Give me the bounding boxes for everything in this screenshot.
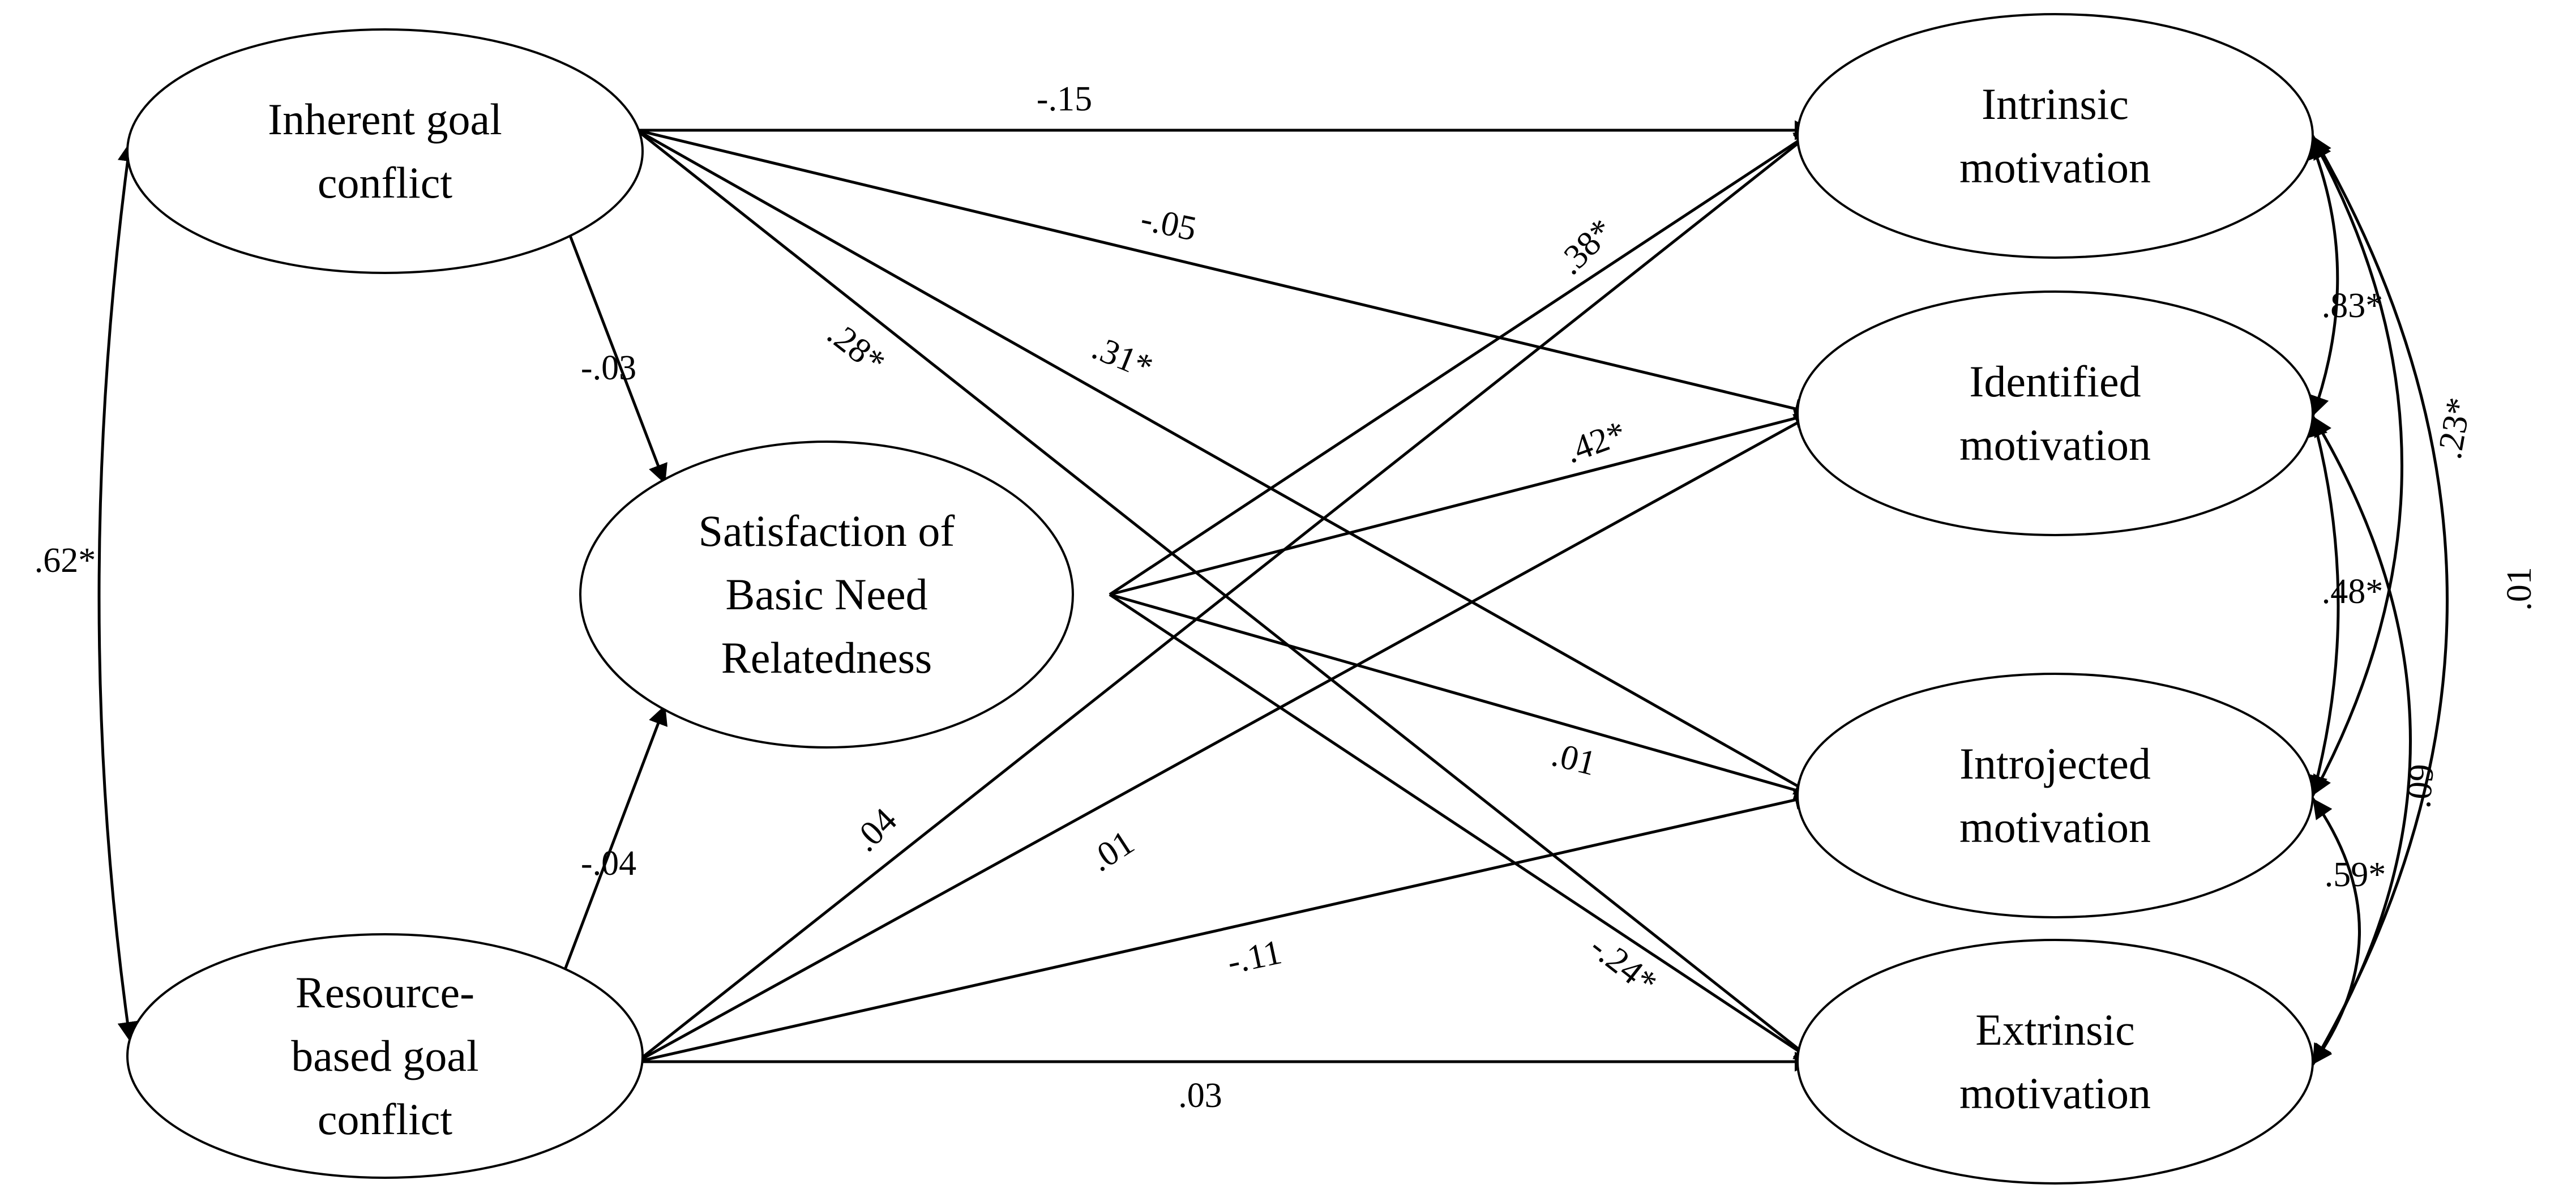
path-satisfaction-introjected-label: .01 — [1548, 735, 1600, 783]
node-resource: Resource-based goal conflict — [126, 933, 644, 1179]
corr-intrinsic-identified-label: .83* — [2322, 287, 2384, 325]
path-resource-introjected-label: -.11 — [1224, 933, 1285, 981]
path-resource-extrinsic-label: .03 — [1178, 1076, 1222, 1115]
corr-intrinsic-introjected-label: .23* — [2430, 395, 2479, 462]
corr-inherent-resource-arrow — [97, 141, 138, 1042]
node-identified: Identified motivation — [1796, 290, 2314, 536]
path-satisfaction-extrinsic-label: -.24* — [1582, 927, 1664, 1003]
corr-intrinsic-introjected-arrow — [2311, 138, 2403, 797]
path-satisfaction-extrinsic-arrow — [1109, 593, 1816, 1063]
node-introjected: Introjected motivation — [1796, 673, 2314, 918]
corr-intrinsic-extrinsic-label: .01 — [2500, 567, 2539, 611]
path-resource-identified-arrow — [636, 412, 1816, 1063]
node-resource-label-line-2: based goal — [291, 1031, 478, 1080]
path-inherent-introjected-arrow — [636, 129, 1816, 797]
node-intrinsic: Intrinsic motivation — [1796, 13, 2314, 259]
node-identified-label-line-2: motivation — [1959, 420, 2151, 469]
path-satisfaction-introjected-arrow — [1109, 593, 1815, 800]
node-extrinsic-label-line-1: Extrinsic — [1975, 1005, 2135, 1054]
node-inherent-label-line-2: conflict — [318, 158, 453, 207]
node-extrinsic: Extrinsic motivation — [1796, 939, 2314, 1185]
path-inherent-satisfaction-label: -.03 — [581, 349, 636, 387]
path-satisfaction-identified-arrow — [1109, 408, 1815, 596]
corr-introjected-extrinsic-arrow — [2311, 797, 2361, 1066]
node-resource-ellipse — [126, 933, 644, 1179]
corr-intrinsic-extrinsic-arrow — [2311, 135, 2449, 1066]
node-introjected-ellipse — [1796, 673, 2314, 918]
path-inherent-intrinsic-label: -.15 — [1037, 80, 1092, 118]
node-extrinsic-label-line-2: motivation — [1959, 1068, 2151, 1118]
node-satisfaction-label-line-3: Relatedness — [721, 633, 932, 682]
node-satisfaction-label-line-1: Satisfaction of — [699, 506, 955, 555]
node-inherent-ellipse — [126, 28, 644, 274]
edges-layer — [97, 120, 2449, 1072]
node-inherent: Inherent goal conflict — [126, 28, 644, 274]
path-inherent-satisfaction-arrow — [562, 217, 667, 485]
path-resource-satisfaction-arrow — [562, 704, 667, 974]
node-inherent-label-line-1: Inherent goal — [268, 95, 502, 144]
path-resource-identified-label: .01 — [1083, 823, 1141, 879]
node-identified-label-line-1: Identified — [1969, 357, 2141, 406]
path-resource-intrinsic-arrow — [636, 129, 1816, 1063]
path-inherent-introjected-label: .31* — [1086, 328, 1158, 387]
corr-identified-extrinsic-arrow — [2311, 415, 2412, 1066]
node-intrinsic-label-line-1: Intrinsic — [1982, 79, 2129, 129]
path-satisfaction-intrinsic-label: .38* — [1550, 211, 1621, 282]
node-satisfaction-label-line-2: Basic Need — [725, 570, 927, 619]
path-satisfaction-intrinsic-arrow — [1109, 129, 1816, 596]
node-extrinsic-ellipse — [1796, 939, 2314, 1185]
path-resource-intrinsic-label: .04 — [846, 801, 904, 859]
node-introjected-label-line-2: motivation — [1959, 802, 2151, 852]
node-intrinsic-ellipse — [1796, 13, 2314, 259]
node-identified-ellipse — [1796, 290, 2314, 536]
node-satisfaction-ellipse — [579, 441, 1074, 749]
path-inherent-identified-label: -.05 — [1137, 199, 1200, 249]
node-introjected-label-line-1: Introjected — [1959, 739, 2151, 788]
path-resource-introjected-arrow — [636, 790, 1815, 1063]
corr-introjected-extrinsic-label: .59* — [2325, 856, 2386, 894]
corr-identified-introjected-label: .48* — [2322, 572, 2384, 611]
corr-inherent-resource-label: .62* — [35, 541, 96, 580]
corr-identified-extrinsic-label: .09 — [2399, 763, 2441, 810]
path-resource-satisfaction-label: -.04 — [581, 844, 636, 883]
node-intrinsic-label-line-2: motivation — [1959, 143, 2151, 192]
node-resource-label-line-3: conflict — [318, 1095, 453, 1144]
path-inherent-identified-arrow — [636, 129, 1815, 418]
node-resource-label-line-1: Resource- — [296, 968, 474, 1017]
